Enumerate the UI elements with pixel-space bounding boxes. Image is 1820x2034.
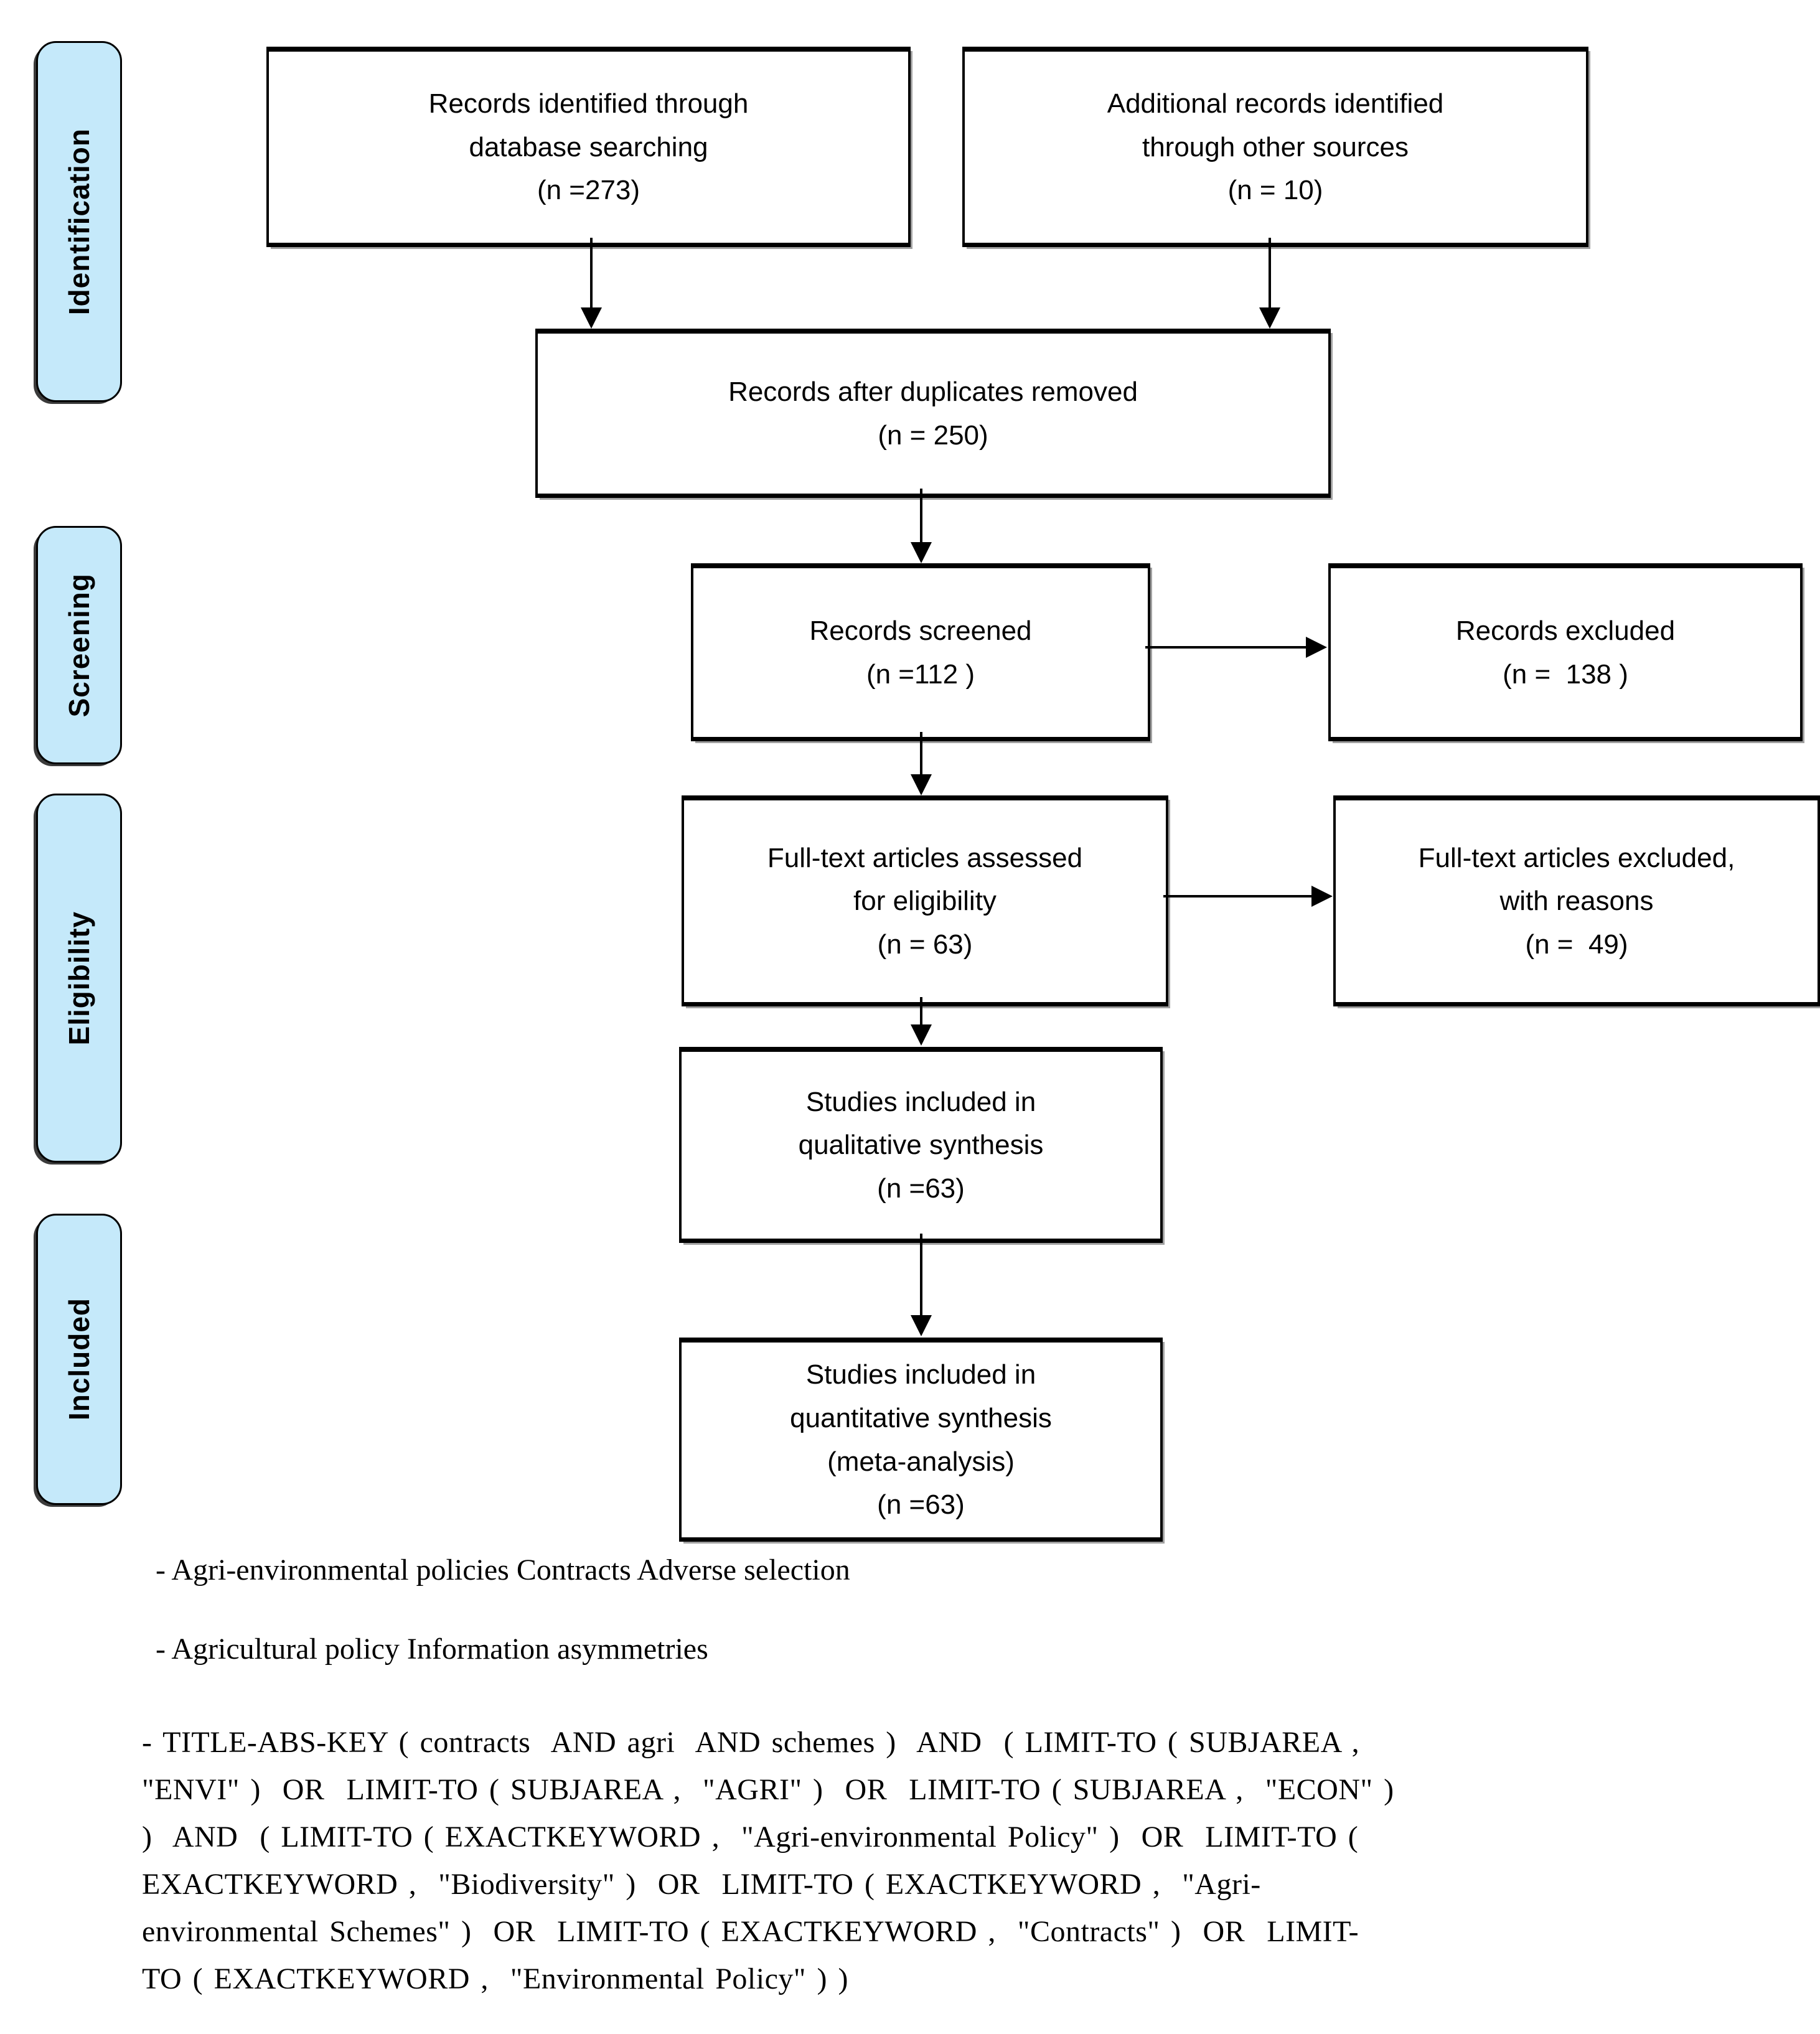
arrowhead-right-icon: [1306, 637, 1327, 658]
box-quantitative-synthesis: Studies included in quantitative synthes…: [679, 1338, 1163, 1542]
box-line: qualitative synthesis: [798, 1130, 1044, 1161]
connector-other-to-duplicates: [1269, 238, 1271, 309]
box-line: (n = 10): [1227, 175, 1323, 206]
stage-tab-identification: Identification: [36, 41, 122, 402]
box-records-identified-database: Records identified through database sear…: [266, 47, 911, 247]
connector-db-to-duplicates: [590, 238, 593, 309]
box-line: Records excluded: [1455, 615, 1676, 646]
box-line: (meta-analysis): [827, 1446, 1015, 1477]
connector-qualitative-to-quantitative: [920, 1234, 922, 1316]
box-fulltext-assessed: Full-text articles assessed for eligibil…: [682, 795, 1168, 1006]
box-line: with reasons: [1499, 886, 1654, 917]
box-line: Studies included in: [805, 1086, 1036, 1117]
box-line: for eligibility: [853, 886, 997, 917]
arrowhead-down-icon: [911, 1024, 932, 1046]
box-line: (n = 250): [878, 419, 988, 451]
query-line: EXACTKEYWORD , "Biodiversity" ) OR LIMIT…: [142, 1868, 1261, 1901]
stage-label: Screening: [63, 573, 95, 718]
connector-screened-to-excluded: [1145, 646, 1307, 649]
box-line: (n = 138 ): [1503, 658, 1628, 690]
box-records-excluded: Records excluded (n = 138 ): [1328, 563, 1803, 741]
arrowhead-right-icon: [1311, 886, 1333, 907]
box-line: (n = 49): [1525, 929, 1628, 960]
arrowhead-down-icon: [911, 774, 932, 795]
box-line: database searching: [469, 131, 708, 162]
box-line: (n =63): [877, 1489, 965, 1521]
arrowhead-down-icon: [581, 307, 602, 329]
box-line: through other sources: [1142, 131, 1409, 162]
keyword-note-1: - Agri-environmental policies Contracts …: [156, 1554, 850, 1586]
box-additional-records: Additional records identified through ot…: [962, 47, 1588, 247]
box-line: Full-text articles assessed: [767, 842, 1083, 873]
stage-label: Identification: [63, 128, 95, 316]
connector-fulltext-to-qualitative: [920, 997, 922, 1026]
box-line: Records after duplicates removed: [728, 376, 1138, 407]
box-line: quantitative synthesis: [790, 1402, 1052, 1433]
box-duplicates-removed: Records after duplicates removed (n = 25…: [535, 329, 1331, 498]
arrowhead-down-icon: [911, 1315, 932, 1336]
box-line: Records identified through: [428, 88, 749, 120]
keyword-note-2: - Agricultural policy Information asymme…: [156, 1633, 708, 1666]
search-query-block: - TITLE-ABS-KEY ( contracts AND agri AND…: [142, 1719, 1394, 2003]
stage-label: Included: [63, 1298, 95, 1421]
stage-tab-screening: Screening: [36, 526, 122, 764]
stage-tab-eligibility: Eligibility: [36, 794, 122, 1163]
stage-label: Eligibility: [63, 911, 95, 1046]
box-line: Studies included in: [805, 1359, 1036, 1390]
query-line: - TITLE-ABS-KEY ( contracts AND agri AND…: [142, 1726, 1360, 1759]
connector-duplicates-to-screened: [920, 489, 922, 543]
box-line: Additional records identified: [1107, 88, 1444, 120]
connector-screened-to-fulltext: [920, 732, 922, 776]
stage-tab-included: Included: [36, 1214, 122, 1505]
query-line: TO ( EXACTKEYWORD , "Environmental Polic…: [142, 1962, 848, 1995]
connector-fulltext-to-excluded: [1163, 895, 1313, 897]
query-line: "ENVI" ) OR LIMIT-TO ( SUBJAREA , "AGRI"…: [142, 1773, 1394, 1806]
box-line: (n =112 ): [866, 658, 975, 690]
box-records-screened: Records screened (n =112 ): [691, 563, 1150, 741]
query-line: environmental Schemes" ) OR LIMIT-TO ( E…: [142, 1915, 1359, 1948]
box-fulltext-excluded: Full-text articles excluded, with reason…: [1333, 795, 1820, 1006]
box-line: (n =63): [877, 1173, 965, 1204]
arrowhead-down-icon: [1259, 307, 1280, 329]
query-line: ) AND ( LIMIT-TO ( EXACTKEYWORD , "Agri-…: [142, 1821, 1359, 1854]
box-line: Full-text articles excluded,: [1418, 842, 1735, 873]
arrowhead-down-icon: [911, 542, 932, 563]
box-line: (n =273): [537, 175, 640, 206]
box-qualitative-synthesis: Studies included in qualitative synthesi…: [679, 1047, 1163, 1243]
box-line: (n = 63): [877, 929, 973, 960]
box-line: Records screened: [809, 615, 1032, 646]
